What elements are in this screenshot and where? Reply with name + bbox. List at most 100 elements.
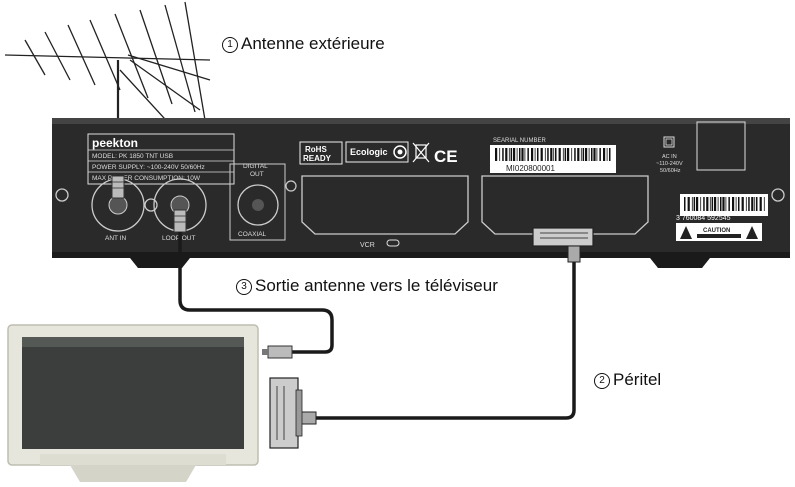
barcode-bar [513, 148, 516, 161]
barcode-bar [714, 197, 717, 211]
barcode-bar [725, 197, 727, 211]
barcode-bar [502, 148, 504, 161]
barcode-bar [754, 197, 756, 211]
barcode-bar [738, 197, 740, 211]
peritel-cable [269, 227, 594, 449]
barcode-bar [505, 148, 508, 161]
weee-bin-icon [412, 142, 430, 163]
barcode-bar [728, 197, 730, 211]
barcode-bar [544, 148, 546, 161]
serial-title: SEARIAL NUMBER [493, 138, 546, 144]
barcode-bar [609, 148, 611, 161]
compliance-badges: RoHS READY Ecologic CE [299, 141, 458, 166]
barcode-bar [709, 197, 711, 211]
ac-freq-label: 50/60Hz [660, 168, 681, 174]
barcode-bar [593, 148, 596, 161]
vcr-label: VCR [360, 242, 375, 249]
barcode-bar [562, 148, 564, 161]
power-supply-text: POWER SUPPLY: ~100-240V 50/60Hz [92, 164, 205, 171]
serial-barcode [495, 148, 611, 161]
barcode-bar [735, 197, 737, 211]
callout-text: Antenne extérieure [241, 34, 385, 53]
barcode-bar [703, 197, 705, 211]
barcode-bar [555, 148, 557, 161]
coaxial-out-port: DIGITAL OUT COAXIAL [229, 163, 286, 241]
digital-out-label: DIGITAL [243, 163, 268, 170]
barcode-bar [564, 148, 567, 161]
model-label-plate: peekton MODEL: PK 1850 TNT USB POWER SUP… [87, 133, 235, 185]
tv-scart-port [481, 175, 649, 235]
barcode-bar [524, 148, 526, 161]
barcode-bar [550, 148, 553, 161]
product-barcode-number: 3 760084 592545 [676, 215, 731, 222]
barcode-bar [763, 197, 765, 211]
barcode-bar [527, 148, 529, 161]
serial-number-text: MI020800001 [506, 164, 555, 173]
barcode-bar [574, 148, 576, 161]
barcode-bar [756, 197, 758, 211]
barcode-bar [684, 197, 686, 211]
barcode-bar [558, 148, 561, 161]
barcode-bar [606, 148, 608, 161]
barcode-bar [577, 148, 580, 161]
barcode-bar [591, 148, 593, 161]
barcode-bar [519, 148, 521, 161]
barcode-bar [588, 148, 590, 161]
barcode-bar [759, 197, 762, 211]
barcode-bar [580, 148, 582, 161]
barcode-bar [516, 148, 518, 161]
barcode-bar [700, 197, 702, 211]
barcode-bar [745, 197, 747, 211]
barcode-bar [711, 197, 714, 211]
barcode-bar [567, 148, 570, 161]
barcode-bar [741, 197, 744, 211]
barcode-bar [696, 197, 699, 211]
ac-in-label: AC IN [662, 154, 677, 160]
barcode-bar [585, 148, 588, 161]
barcode-bar [603, 148, 606, 161]
barcode-bar [693, 197, 696, 211]
ready-badge: READY [303, 154, 332, 163]
ant-in-label: ANT IN [105, 235, 126, 242]
barcode-bar [508, 148, 510, 161]
barcode-bar [495, 148, 498, 161]
ac-in-info: AC IN ~110-240V 50/60Hz [656, 136, 683, 174]
barcode-bar [691, 197, 693, 211]
callout-number: 3 [236, 279, 252, 295]
receiver-back-panel [52, 118, 790, 268]
ac-volts-label: ~110-240V [656, 161, 683, 167]
serial-number-label: SEARIAL NUMBER MI020800001 [490, 138, 616, 173]
barcode-bar [596, 148, 598, 161]
product-barcode-label: 3 760084 592545 [676, 194, 768, 222]
caution-label: CAUTION [676, 223, 762, 241]
barcode-bar [510, 148, 513, 161]
barcode-bar [547, 148, 549, 161]
barcode-bar [499, 148, 501, 161]
barcode-bar [553, 148, 555, 161]
barcode-bar [540, 148, 543, 161]
callout-text: Péritel [613, 370, 662, 389]
barcode-bar [534, 148, 536, 161]
callout-number: 1 [222, 37, 238, 53]
product-barcode [684, 197, 765, 211]
barcode-bar [599, 148, 601, 161]
antenna-cable [111, 175, 125, 199]
barcode-bar [537, 148, 539, 161]
barcode-bar [717, 197, 719, 211]
digital-out-label-2: OUT [250, 171, 264, 178]
callout-text: Sortie antenne vers le téléviseur [255, 276, 498, 295]
barcode-bar [687, 197, 690, 211]
barcode-bar [521, 148, 524, 161]
ecologic-badge: Ecologic [350, 147, 388, 157]
caution-text: CAUTION [703, 228, 730, 234]
ce-mark: CE [434, 147, 458, 166]
consumption-text: MAX POWER CONSUMPTION: 10W [92, 175, 201, 182]
barcode-bar [748, 197, 750, 211]
brand-logo: peekton [92, 136, 138, 150]
barcode-bar [531, 148, 534, 161]
barcode-bar [720, 197, 722, 211]
barcode-bar [751, 197, 754, 211]
